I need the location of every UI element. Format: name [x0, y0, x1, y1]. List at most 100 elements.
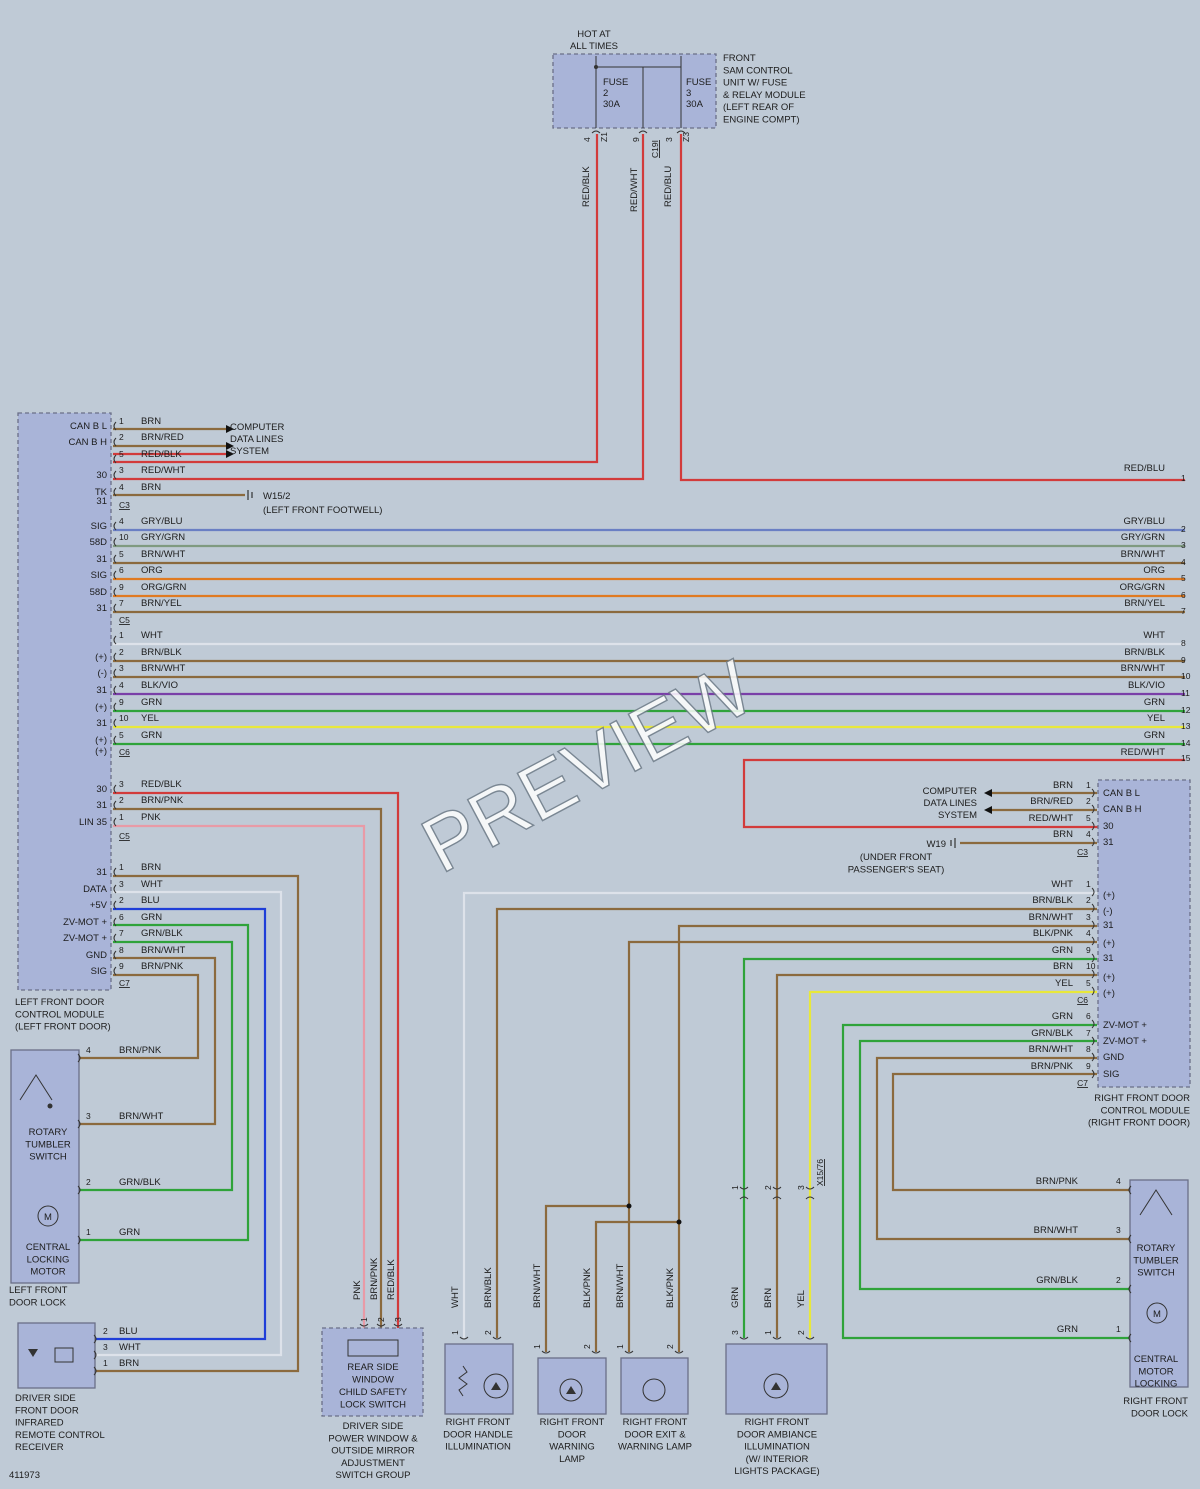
- connector-pin: [1091, 821, 1095, 831]
- module-terminal-label: 31: [96, 800, 107, 811]
- connector-pin: [805, 1336, 815, 1340]
- module-terminal-label: +5V: [90, 900, 108, 911]
- wire-label: RED/WHT: [1029, 813, 1074, 824]
- wire-brn-blk-handle: [495, 907, 1097, 1338]
- wire-label: BLK/PNK: [665, 1267, 676, 1308]
- pin-label: 3: [1116, 1225, 1121, 1235]
- connector-pin: [1091, 920, 1095, 930]
- fuse-3-label: 3: [686, 88, 691, 99]
- connector-pin: [492, 1336, 502, 1340]
- wire-yel-ambiance: [808, 990, 1097, 1338]
- pin-label: 2: [119, 647, 124, 657]
- pin-label: 4: [119, 516, 124, 526]
- wire-label: BRN/BLK: [483, 1267, 494, 1308]
- module-terminal-label: ZV-MOT +: [1103, 1020, 1147, 1031]
- sam-label: SAM CONTROL: [723, 65, 793, 76]
- wire-label: BLU: [119, 1326, 138, 1337]
- ground-label: (UNDER FRONT: [860, 852, 932, 863]
- pin-label: 2: [582, 1344, 592, 1349]
- wire-30-red-blk: [113, 134, 599, 464]
- led-symbol: [763, 1373, 789, 1399]
- pin-label: 9: [119, 697, 124, 707]
- wire-grn-blk-right-motor: [858, 1039, 1130, 1291]
- module-terminal-label: (+): [95, 735, 107, 746]
- wire-label: BRN/PNK: [1031, 1061, 1074, 1072]
- wire-label: RED/WHT: [141, 465, 186, 476]
- pin-label: 6: [1181, 590, 1186, 600]
- wire-grn-blk-motor: [79, 940, 234, 1192]
- door-lock-label: DOOR LOCK: [9, 1297, 67, 1308]
- pin-label: 8: [1181, 638, 1186, 648]
- pin-label: 14: [1181, 738, 1191, 748]
- bulb-symbol: [642, 1378, 666, 1402]
- pin-label: 3: [664, 137, 674, 142]
- switch-group-box: [321, 1327, 424, 1417]
- wire-label: ORG/GRN: [1120, 582, 1166, 593]
- fuse-2-label: 2: [603, 88, 608, 99]
- wire-brn-pnk-switch: [79, 973, 200, 1060]
- arrow-head: [226, 450, 234, 458]
- pin-label: 3: [119, 879, 124, 889]
- ir-receiver-label: REMOTE CONTROL: [15, 1430, 105, 1441]
- pin-label: 9: [631, 137, 641, 142]
- sam-label: UNIT W/ FUSE: [723, 78, 787, 89]
- pin-label: 4: [1116, 1176, 1121, 1186]
- module-terminal-label: (+): [1103, 890, 1115, 901]
- pin-label: 1: [1086, 879, 1091, 889]
- connector-pin: [113, 784, 117, 794]
- pin-label: 5: [119, 730, 124, 740]
- wire-label: ORG: [141, 565, 163, 576]
- wire-label: BRN: [1053, 829, 1073, 840]
- pin-label: 5: [119, 549, 124, 559]
- connector-pin: [93, 1334, 97, 1344]
- wire-label: GRN: [141, 912, 162, 923]
- module-terminal-label: (+): [1103, 988, 1115, 999]
- wire-pnk-switch: [113, 824, 366, 1328]
- term-label: Z1: [599, 132, 609, 142]
- connector-pin: [1091, 903, 1095, 913]
- wire-label: WHT: [141, 630, 163, 641]
- pin-label: 5: [1086, 978, 1091, 988]
- connector-pin: [113, 884, 117, 894]
- wire-label: GRN: [1144, 730, 1165, 741]
- ground-label: W15/2: [263, 491, 290, 502]
- wire-label: YEL: [1055, 978, 1073, 989]
- wire-label: RED/BLK: [581, 166, 592, 207]
- child-lock-switch-label: LOCK SWITCH: [340, 1400, 406, 1411]
- rotary-switch-label: SWITCH: [1137, 1268, 1175, 1279]
- wire-label: BRN/WHT: [141, 945, 186, 956]
- pin-label: 9: [1086, 1061, 1091, 1071]
- wire-label: GRN: [141, 697, 162, 708]
- wire-label: RED/BLK: [141, 449, 182, 460]
- pin-label: 10: [119, 713, 129, 723]
- wire-brn-wht-switch: [79, 956, 217, 1126]
- wire-label: BRN/WHT: [1121, 663, 1166, 674]
- splice-dot: [626, 1203, 632, 1209]
- sam-label: FRONT: [723, 53, 756, 64]
- left-module-label: LEFT FRONT DOOR: [15, 997, 105, 1008]
- connector-pin: [113, 603, 117, 613]
- connector-label: C7: [1077, 1078, 1088, 1088]
- wire-wht-handle: [462, 891, 1097, 1338]
- connector-pin: [459, 1336, 469, 1340]
- arrow-head: [226, 425, 234, 433]
- wire-wht-ir: [95, 890, 283, 1357]
- pin-label: 10: [1181, 671, 1191, 681]
- wire-label: GRY/GRN: [141, 532, 185, 543]
- module-terminal-label: LIN 35: [79, 817, 107, 828]
- wire-label: YEL: [1147, 713, 1165, 724]
- pin-label: 4: [582, 137, 592, 142]
- pin-label: 3: [119, 779, 124, 789]
- pin-label: 7: [1181, 606, 1186, 616]
- motor-label: CENTRAL: [1134, 1354, 1178, 1365]
- ir-receiver-label: FRONT DOOR: [15, 1405, 79, 1416]
- ground-label: (LEFT FRONT FOOTWELL): [263, 505, 382, 516]
- rotary-switch-label: ROTARY: [1137, 1243, 1176, 1254]
- wire-brn-ambiance: [775, 973, 1097, 1338]
- pin-label: 3: [393, 1317, 403, 1322]
- computer-data-lines-label: COMPUTER: [923, 786, 978, 797]
- pin-label: 5: [119, 449, 124, 459]
- pin-label: 7: [1086, 1028, 1091, 1038]
- wire-label: GRN: [1144, 697, 1165, 708]
